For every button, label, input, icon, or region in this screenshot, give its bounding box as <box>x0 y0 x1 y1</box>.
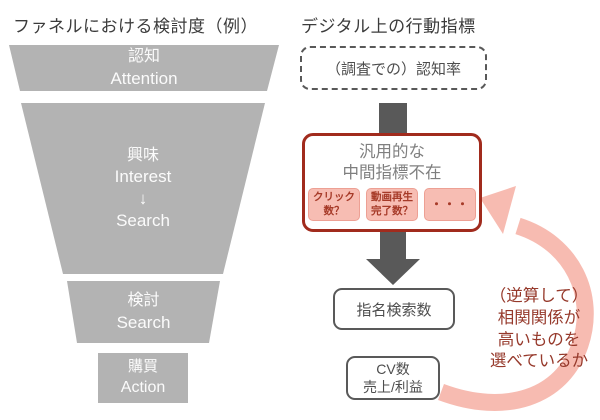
left-panel-title: ファネルにおける検討度（例） <box>13 17 258 36</box>
cv-count-label: CV数 <box>376 360 410 377</box>
funnel-stage-purchase: 購買 Action <box>98 353 188 403</box>
survey-awareness-rate-box: （調査での）認知率 <box>300 46 487 90</box>
funnel-stage-interest-label-search: Search <box>116 211 170 231</box>
note-line2: 相関関係が <box>497 308 581 327</box>
gap-heading-line2: 中間指標不在 <box>342 164 442 183</box>
right-panel-title: デジタル上の行動指標 <box>301 17 476 36</box>
metric-chip-video-line2: 完了数？ <box>371 204 413 217</box>
funnel-stage-consideration-label-ja: 検討 <box>127 292 160 310</box>
funnel-stage-awareness: 認知 Attention <box>9 45 279 91</box>
funnel-stage-interest-label-en: Interest <box>114 167 172 187</box>
conversion-sales-box: CV数 売上/利益 <box>346 356 440 400</box>
survey-awareness-rate-label: （調査での）認知率 <box>325 60 461 78</box>
metric-chip-ellipsis: ・・・ <box>424 188 476 221</box>
down-connector-bar <box>379 103 407 135</box>
down-arrow-glyph: ↓ <box>138 189 148 209</box>
metric-chip-clicks: クリック 数？ <box>308 188 360 221</box>
reverse-calculation-note: （逆算して） 相関関係が 高いものを 選べているか <box>478 286 600 373</box>
funnel-stage-awareness-label-en: Attention <box>110 68 178 88</box>
branded-search-volume-box: 指名検索数 <box>333 288 455 330</box>
note-line3: 高いものを <box>497 330 581 349</box>
funnel-stage-interest-label-ja: 興味 <box>126 146 159 164</box>
sales-profit-label: 売上/利益 <box>363 379 423 395</box>
funnel-stage-interest: 興味 Interest ↓ Search <box>21 103 265 274</box>
missing-intermediate-metrics-heading: 汎用的な 中間指標不在 <box>305 142 479 185</box>
down-block-arrow-icon <box>366 231 420 285</box>
funnel-stage-consideration: 検討 Search <box>67 281 220 343</box>
funnel-stage-awareness-label-ja: 認知 <box>127 48 160 66</box>
funnel-stage-purchase-label-ja: 購買 <box>127 358 158 376</box>
branded-search-volume-label: 指名検索数 <box>356 301 432 319</box>
missing-intermediate-metrics-box: 汎用的な 中間指標不在 クリック 数？ 動画再生 完了数？ ・・・ <box>302 133 482 232</box>
funnel-stage-purchase-label-en: Action <box>120 378 166 396</box>
metric-chip-clicks-line1: クリック <box>313 191 355 204</box>
note-line1: （逆算して） <box>489 287 589 305</box>
metric-chip-clicks-line2: 数？ <box>323 204 345 217</box>
metric-chip-video-line1: 動画再生 <box>371 191 413 204</box>
metric-chip-video-completions: 動画再生 完了数？ <box>366 188 418 221</box>
gap-heading-line1: 汎用的な <box>359 143 425 161</box>
metric-chip-ellipsis-dots: ・・・ <box>430 197 470 211</box>
note-line4: 選べているか <box>489 352 589 371</box>
funnel-stage-consideration-label-en: Search <box>116 312 171 332</box>
